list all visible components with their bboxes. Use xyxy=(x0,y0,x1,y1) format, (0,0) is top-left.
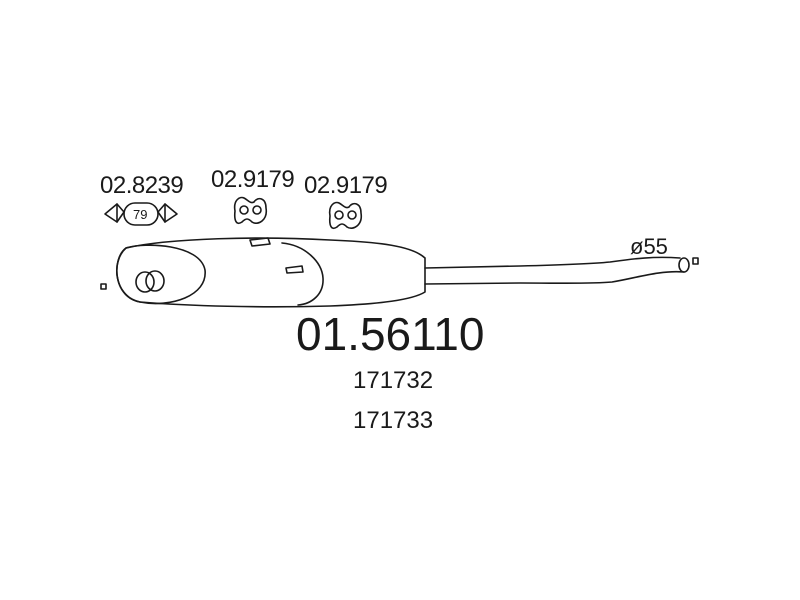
outlet-diameter-label: ø55 xyxy=(630,234,668,259)
clamp-size-mark: 79 xyxy=(133,207,147,222)
rubber-hanger-2-icon xyxy=(328,201,363,230)
clamp-icon: 79 xyxy=(104,202,178,226)
main-part-number: 01.56110 xyxy=(296,308,484,360)
left-end-marker xyxy=(100,283,107,290)
cross-reference-1: 171732 xyxy=(353,367,433,394)
rear-silencer xyxy=(116,237,690,308)
cross-reference-2: 171733 xyxy=(353,407,433,434)
rubber-hanger-1-icon xyxy=(233,196,268,225)
clamp-part-label: 02.8239 xyxy=(100,172,183,199)
hanger-2-part-label: 02.9179 xyxy=(304,172,387,199)
right-end-marker xyxy=(692,257,699,265)
hanger-1-part-label: 02.9179 xyxy=(211,166,294,193)
